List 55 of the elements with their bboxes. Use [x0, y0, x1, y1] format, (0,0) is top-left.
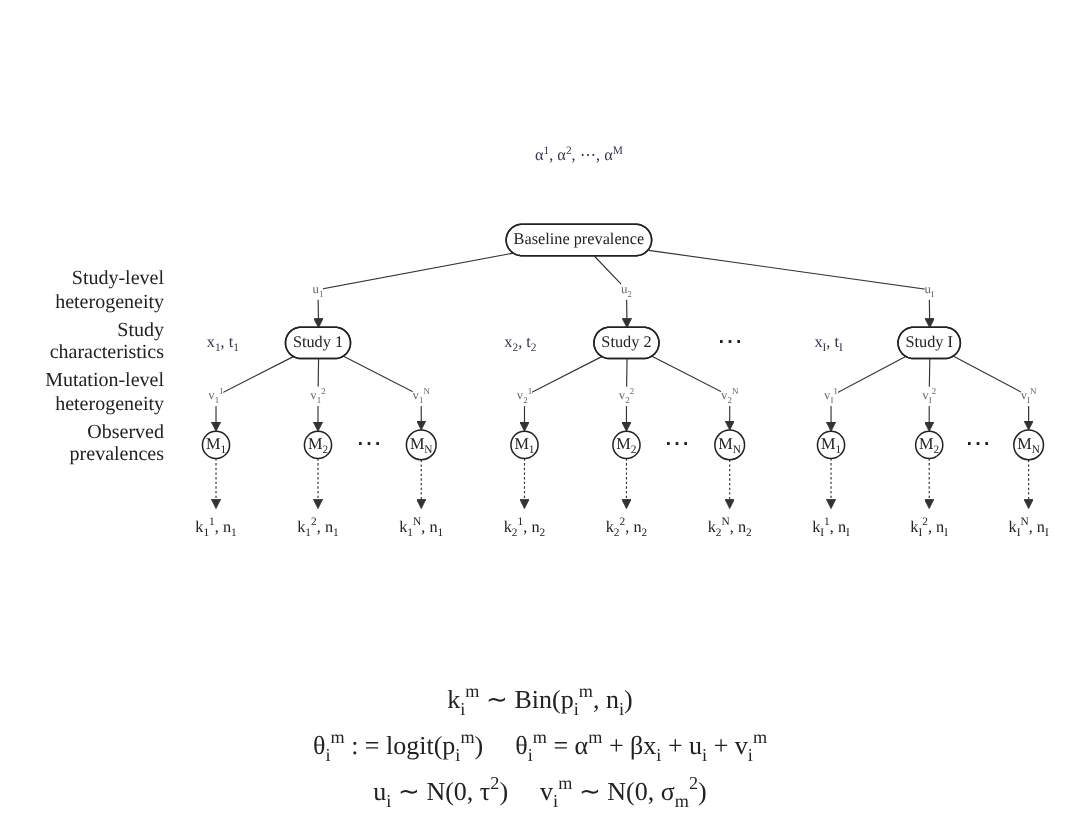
- node-label: x$_{I}$, t$_{I}$: [814, 334, 843, 355]
- node-text: k$_{I}$$^{1}$, n$_{I}$: [812, 515, 850, 540]
- node-text: k$_{I}$$^{N}$, n$_{I}$: [1008, 515, 1049, 540]
- arrow: [343, 355, 427, 431]
- ellipsis: ⋯: [664, 429, 691, 460]
- formula: u$_{i}$ ∼ N(0, τ$^{2}$): [373, 776, 509, 806]
- node-text: k$_{2}$$^{N}$, n$_{2}$: [707, 515, 752, 540]
- arrow: [621, 358, 632, 432]
- arrow: [519, 457, 530, 509]
- ellipsis: ⋯: [716, 327, 743, 358]
- arrow: [210, 356, 294, 432]
- node-label: α$^{1}$, α$^{2}$, ⋯, α$^{M}$: [534, 144, 623, 165]
- ellipsis: ⋯: [355, 429, 382, 460]
- node-circle: M$_{N}$: [405, 429, 437, 461]
- node-circle: M$_{N}$: [714, 429, 746, 461]
- node-circle: M$_{1}$: [510, 430, 539, 460]
- arrow: [651, 355, 735, 431]
- row-label: Study-level heterogeneity: [53, 268, 164, 315]
- arrow: [313, 252, 514, 329]
- node-circle: M$_{2}$: [612, 430, 641, 460]
- node-text: k$_{1}$$^{2}$, n$_{1}$: [297, 515, 339, 540]
- node-circle: M$_{1}$: [816, 430, 846, 460]
- arrow: [648, 249, 935, 329]
- arrow: [924, 457, 935, 509]
- formula: k$_{i}$$^{m}$ ∼ Bin(p$_{i}$$^{m}$, n$_{i}$): [447, 684, 633, 714]
- arrow: [724, 459, 735, 509]
- row-label: Mutation-level heterogeneity: [43, 370, 164, 417]
- row-label: Observed prevalences: [67, 421, 164, 468]
- node-label: x$_{1}$, t$_{1}$: [206, 334, 239, 355]
- arrow: [1023, 459, 1034, 509]
- arrow: [593, 255, 632, 329]
- node-text: k$_{2}$$^{1}$, n$_{2}$: [503, 515, 546, 540]
- arrow: [312, 358, 324, 432]
- arrow: [924, 358, 935, 432]
- node-label: x$_{2}$, t$_{2}$: [504, 334, 537, 355]
- arrow: [825, 355, 907, 432]
- node-text: k$_{1}$$^{1}$, n$_{1}$: [195, 515, 237, 540]
- node-text: k$_{I}$$^{2}$, n$_{I}$: [910, 515, 949, 540]
- node-circle: M$_{N}$: [1013, 429, 1045, 461]
- arrow: [953, 355, 1034, 431]
- node-circle: M$_{2}$: [303, 430, 333, 460]
- arrow: [519, 356, 603, 432]
- node-circle: M$_{1}$: [201, 430, 231, 460]
- arrow: [416, 459, 427, 509]
- formula: θ$_{i}$$^{m}$ : = logit(p$_{i}$$^{m}$): [312, 730, 484, 760]
- arrow: [312, 457, 324, 509]
- node-text: k$_{1}$$^{N}$, n$_{1}$: [399, 515, 444, 540]
- arrow: [210, 457, 222, 509]
- arrow: [621, 457, 632, 509]
- row-label: Study characteristics: [47, 319, 164, 366]
- ellipsis: ⋯: [965, 429, 992, 460]
- formula: v$_{i}$$^{m}$ ∼ N(0, σ$_{m}$$^{2}$): [540, 776, 707, 806]
- node-text: k$_{2}$$^{2}$, n$_{2}$: [605, 515, 648, 540]
- arrow: [825, 457, 837, 509]
- node-circle: M$_{2}$: [914, 430, 944, 460]
